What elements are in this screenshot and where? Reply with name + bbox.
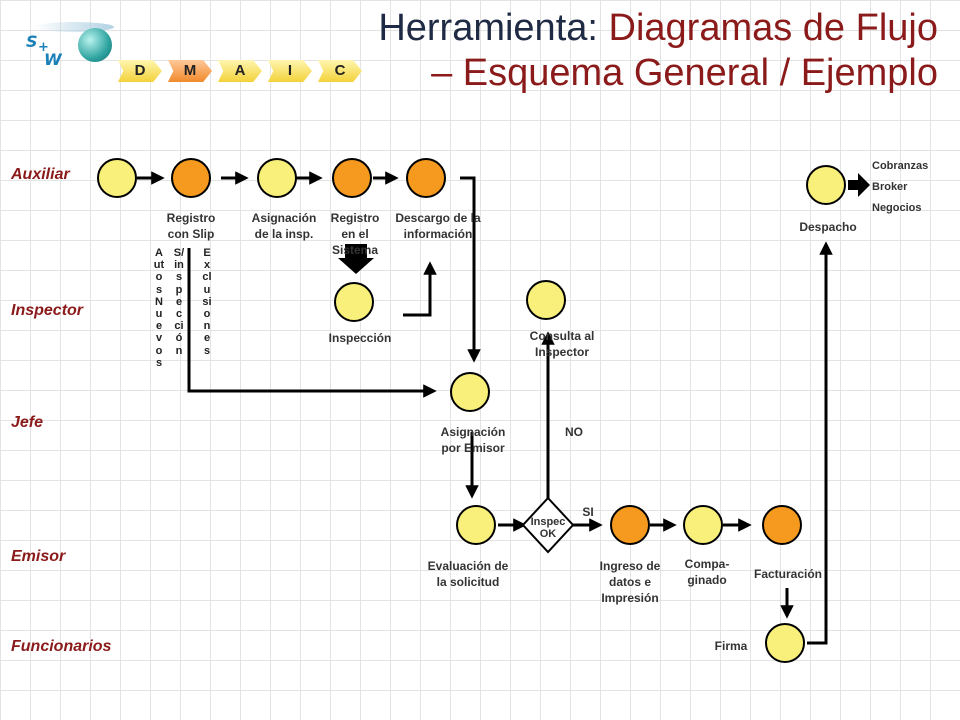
logo-plus: + — [38, 40, 49, 55]
node-evaluacion — [456, 505, 496, 545]
node-descargo — [406, 158, 446, 198]
node-auxiliar-start — [97, 158, 137, 198]
label-exclusiones: Exclusiones — [202, 247, 212, 357]
lane-funcionarios: Funcionarios — [11, 638, 112, 655]
block-arrow-right — [848, 173, 870, 197]
node-consulta — [526, 280, 566, 320]
logo-letter-w: W — [44, 50, 62, 69]
label-despacho: Despacho — [799, 220, 857, 234]
lane-emisor: Emisor — [11, 548, 66, 565]
label-firma: Firma — [714, 639, 748, 653]
node-registro-sistema — [332, 158, 372, 198]
title-block: S + W Herramienta: Diagramas de Flujo – … — [0, 0, 960, 100]
arrow-autos-asignacion — [187, 248, 437, 398]
lane-inspector: Inspector — [11, 302, 84, 319]
phase-c: C — [318, 60, 362, 82]
label-compaginado: Compa-ginado — [684, 557, 730, 587]
label-sin-inspeccion: S/inspección — [173, 247, 185, 357]
label-autos-nuevos: AutosNuevos — [153, 247, 165, 369]
arrow-firma-despacho — [807, 241, 833, 645]
logo-letter-s: S — [26, 32, 38, 51]
lane-auxiliar: Auxiliar — [11, 166, 70, 183]
phase-a: A — [218, 60, 262, 82]
title-prefix: Herramienta: — [378, 7, 609, 49]
node-firma — [765, 623, 805, 663]
decision-diamond — [521, 496, 575, 554]
lane-jefe: Jefe — [11, 414, 44, 431]
phase-i: I — [268, 60, 312, 82]
phase-m: M — [168, 60, 212, 82]
node-inspeccion — [334, 282, 374, 322]
label-no: NO — [565, 425, 583, 439]
arrow-inspeccion-descargo — [403, 261, 437, 317]
node-asignacion-insp — [257, 158, 297, 198]
side-item-broker: Broker — [872, 181, 908, 193]
node-registro-slip — [171, 158, 211, 198]
side-item-negocios: Negocios — [872, 202, 922, 214]
node-despacho — [806, 165, 846, 205]
label-si: SI — [582, 505, 594, 519]
logo-globe-icon — [78, 28, 112, 62]
logo-swoosh — [34, 22, 114, 32]
node-ingreso — [610, 505, 650, 545]
block-arrow-down — [338, 244, 374, 274]
page-title-line1: Herramienta: Diagramas de Flujo — [378, 8, 938, 48]
node-compaginado — [683, 505, 723, 545]
node-asignacion-emisor — [450, 372, 490, 412]
arrow-descargo-asignacion — [460, 176, 481, 363]
page-title-line2: – Esquema General / Ejemplo — [431, 52, 938, 94]
phase-d: D — [118, 60, 162, 82]
node-facturacion — [762, 505, 802, 545]
sw-logo: S + W — [14, 18, 114, 78]
label-facturacion: Facturación — [753, 567, 822, 581]
title-highlight: Diagramas de Flujo — [608, 7, 938, 49]
label-inspeccion: Inspección — [328, 331, 392, 345]
side-item-cobranzas: Cobranzas — [872, 160, 929, 172]
